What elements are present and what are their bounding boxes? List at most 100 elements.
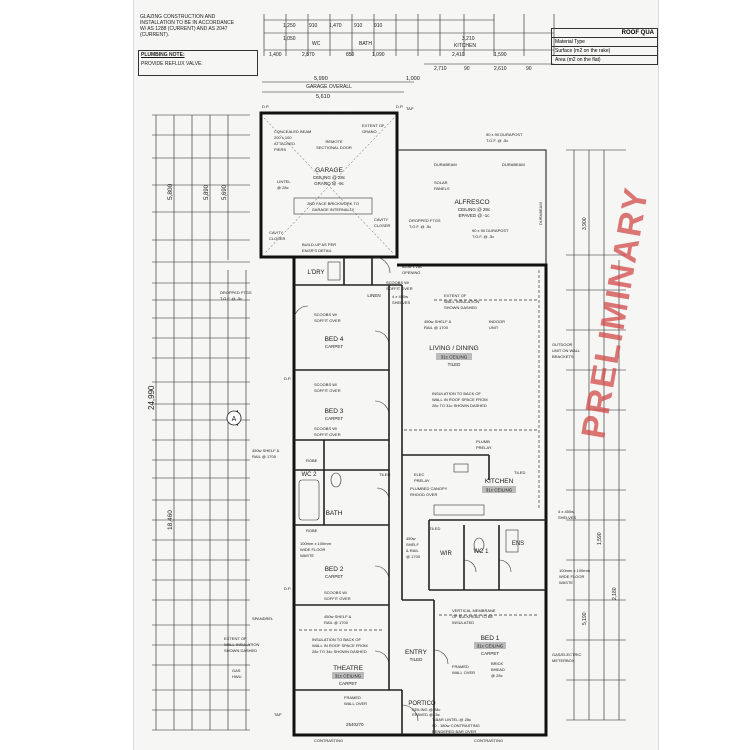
tiled-corridor: TILED: [429, 526, 440, 531]
indoor-unit-2: UNIT: [489, 325, 499, 330]
theatre-title: THEATRE: [333, 665, 364, 672]
dp-4: D.P.: [284, 586, 291, 591]
build-up-2: ENGR'S DETAIL: [302, 248, 333, 253]
bed4-title: BED 4: [325, 336, 344, 343]
dp-1: D.P.: [262, 104, 269, 109]
dim-top-2e: KITCHEN: [454, 43, 476, 49]
shelf-rail-2: RAIL @ 1700: [424, 325, 449, 330]
door-swings: [293, 256, 512, 722]
floor-waste-r-2: WIDE FLOOR: [559, 574, 584, 579]
roof-table-row-3: Area (m2 on the flat): [555, 57, 601, 63]
glazing-note: GLAZING CONSTRUCTION AND INSTALLATION TO…: [140, 14, 255, 38]
ins-theatre-3: 28c TO 34c SHOWN DASHED: [312, 649, 367, 654]
laundry-title: L'DRY: [307, 270, 324, 276]
solar-2: PANELS: [434, 186, 450, 191]
garage-title: GARAGE: [315, 167, 343, 174]
floor-plan: A GARAGE CEILING @ 28c GRANO @ -9c ALFRE…: [147, 14, 656, 743]
framed-wall-2a: FRAMED: [452, 664, 469, 669]
rendered-bar-3: RENDERED BAR OVER: [432, 729, 476, 734]
dim-5800: 5,800: [167, 183, 174, 200]
entry-floor: TILED: [410, 657, 424, 662]
gas-meter-1: GAS/ELECTRIC: [552, 652, 581, 657]
bed1-title: BED 1: [481, 635, 500, 642]
dim-overall-left: 24,990: [147, 385, 156, 410]
opening-820-1: 820w x 28c: [402, 264, 422, 269]
lintel-1: LINTEL: [277, 179, 291, 184]
top-dimension-lines: [262, 14, 555, 93]
plumbing-note-text: PROVIDE REFLUX VALVE.: [141, 61, 203, 67]
portico-title: PORTICO: [408, 701, 436, 707]
section-marker-label: A: [232, 416, 237, 423]
dp-3: D.P.: [284, 376, 291, 381]
brick-bhead-2: BHEAD: [491, 667, 505, 672]
dim-5690: 5,690: [222, 184, 228, 200]
ins-back-2: WALL IN ROOF SPACE FROM: [432, 397, 488, 402]
soffit-2a: SCOOBS W/: [314, 312, 338, 317]
dim-top-3f: 1,590: [494, 52, 507, 58]
durapost-top-1: 90 x 90 DURAPOST: [486, 132, 523, 137]
durapost-mid-2: T.O.F. @ -5c: [472, 234, 494, 239]
alfresco-ceiling: CEILING @ 28c: [458, 207, 491, 212]
bed2-floor: CARPET: [325, 574, 344, 579]
dim-top-3e: 2,410: [452, 52, 465, 58]
dim-top-2d: 3,210: [462, 36, 475, 42]
dim-top-1d: 910: [354, 23, 363, 29]
dropped-ftgs-left-1: DROPPED FTGS: [220, 290, 252, 295]
insulation-lines: [299, 270, 540, 631]
kitchen-ceiling: 31c CEILING: [486, 488, 513, 493]
framed-wall-1a: FRAMED: [344, 695, 361, 700]
soffit-2b: SOFFIT OVER: [314, 318, 341, 323]
dim-bottom: 2540270: [346, 722, 364, 727]
dim-top-3b: 2,870: [302, 52, 315, 58]
remote-door-1: REMOTE: [325, 139, 342, 144]
shelf-rail-bed2-1: 450w SHELF &: [324, 614, 352, 619]
dim-1000: 1,000: [406, 76, 420, 82]
glazing-note-line-1: GLAZING CONSTRUCTION AND: [140, 14, 216, 20]
durapost-mid-1: 90 x 90 DURAPOST: [472, 228, 509, 233]
glazing-note-line-3: W/ AS 1288 (CURRENT) AND AS 2047: [140, 26, 228, 32]
durabeam-1: DURABEAM: [434, 162, 457, 167]
dim-5990: 5,990: [314, 76, 328, 82]
brick-bhead-1: BRICK: [491, 661, 504, 666]
portico-floor: EPAVED @ -5c: [412, 712, 439, 717]
living-ceiling: 31c CEILING: [441, 355, 468, 360]
brickwork-1: 2ND FACE BRICKWORK TO: [307, 201, 359, 206]
dim-5190: 5,190: [582, 612, 588, 625]
dim-5890: 5,890: [204, 184, 210, 200]
roof-table-row-2: Surface (m2 on the rake): [552, 47, 657, 56]
plan-sheet: A GARAGE CEILING @ 28c GRANO @ -9c ALFRE…: [134, 0, 658, 750]
shelves-4b-1: 4 x 450w: [558, 509, 574, 514]
cavity-r-2: CLOSER: [374, 223, 391, 228]
cavity-r-1: CAVITY: [374, 217, 388, 222]
dim-top-4c: 2,610: [494, 66, 507, 72]
dim-top-4a: 2,710: [434, 66, 447, 72]
durabeam-2: DURABEAM: [502, 162, 525, 167]
canopy-2: RHOOD OVER: [410, 492, 437, 497]
interior-walls: [294, 257, 546, 735]
extent-ins-2: WALL INSULATION: [444, 299, 480, 304]
vertical-membrane-3: INSULATED: [452, 620, 474, 625]
plumb-prelay-1: PLUMB: [476, 439, 490, 444]
entry-title: ENTRY: [405, 649, 428, 656]
shelf-rail-wir-4: @ 1700: [406, 554, 421, 559]
shelf-rail-wir-3: & RAIL: [406, 548, 419, 553]
ins-theatre-1: INSULATION TO BACK OF: [312, 637, 361, 642]
shelf-rail-1: 450w SHELF &: [424, 319, 452, 324]
floor-waste-r-3: WASTE: [559, 580, 573, 585]
concealed-beam-1: CONCEALED BEAM: [274, 129, 311, 134]
brick-bhead-3: @ 28c: [491, 673, 503, 678]
garage-overall-label: GARAGE OVERALL: [306, 84, 352, 90]
helmet-over-label: HELMET OVER: [325, 110, 354, 115]
soffit-3b: SOFFIT OVER: [314, 388, 341, 393]
outdoor-unit-1: OUTDOOR: [552, 342, 573, 347]
gas-meter-2: METERBOX: [552, 658, 575, 663]
extent-grano-1: EXTENT OF: [362, 123, 385, 128]
floor-waste-l-2: WIDE FLOOR: [300, 547, 325, 552]
shelf-rail-wir-1: 450w: [406, 536, 416, 541]
garage-ceiling: CEILING @ 28c: [313, 175, 346, 180]
cavity-l-1: CAVITY: [269, 230, 283, 235]
dim-top-1b: 910: [309, 23, 318, 29]
ins-back-3: 28c TO 31c SHOWN DASHED: [432, 403, 487, 408]
cavity-l-2: CLOSER: [269, 236, 286, 241]
extent-grano-2: GRANO: [362, 129, 377, 134]
